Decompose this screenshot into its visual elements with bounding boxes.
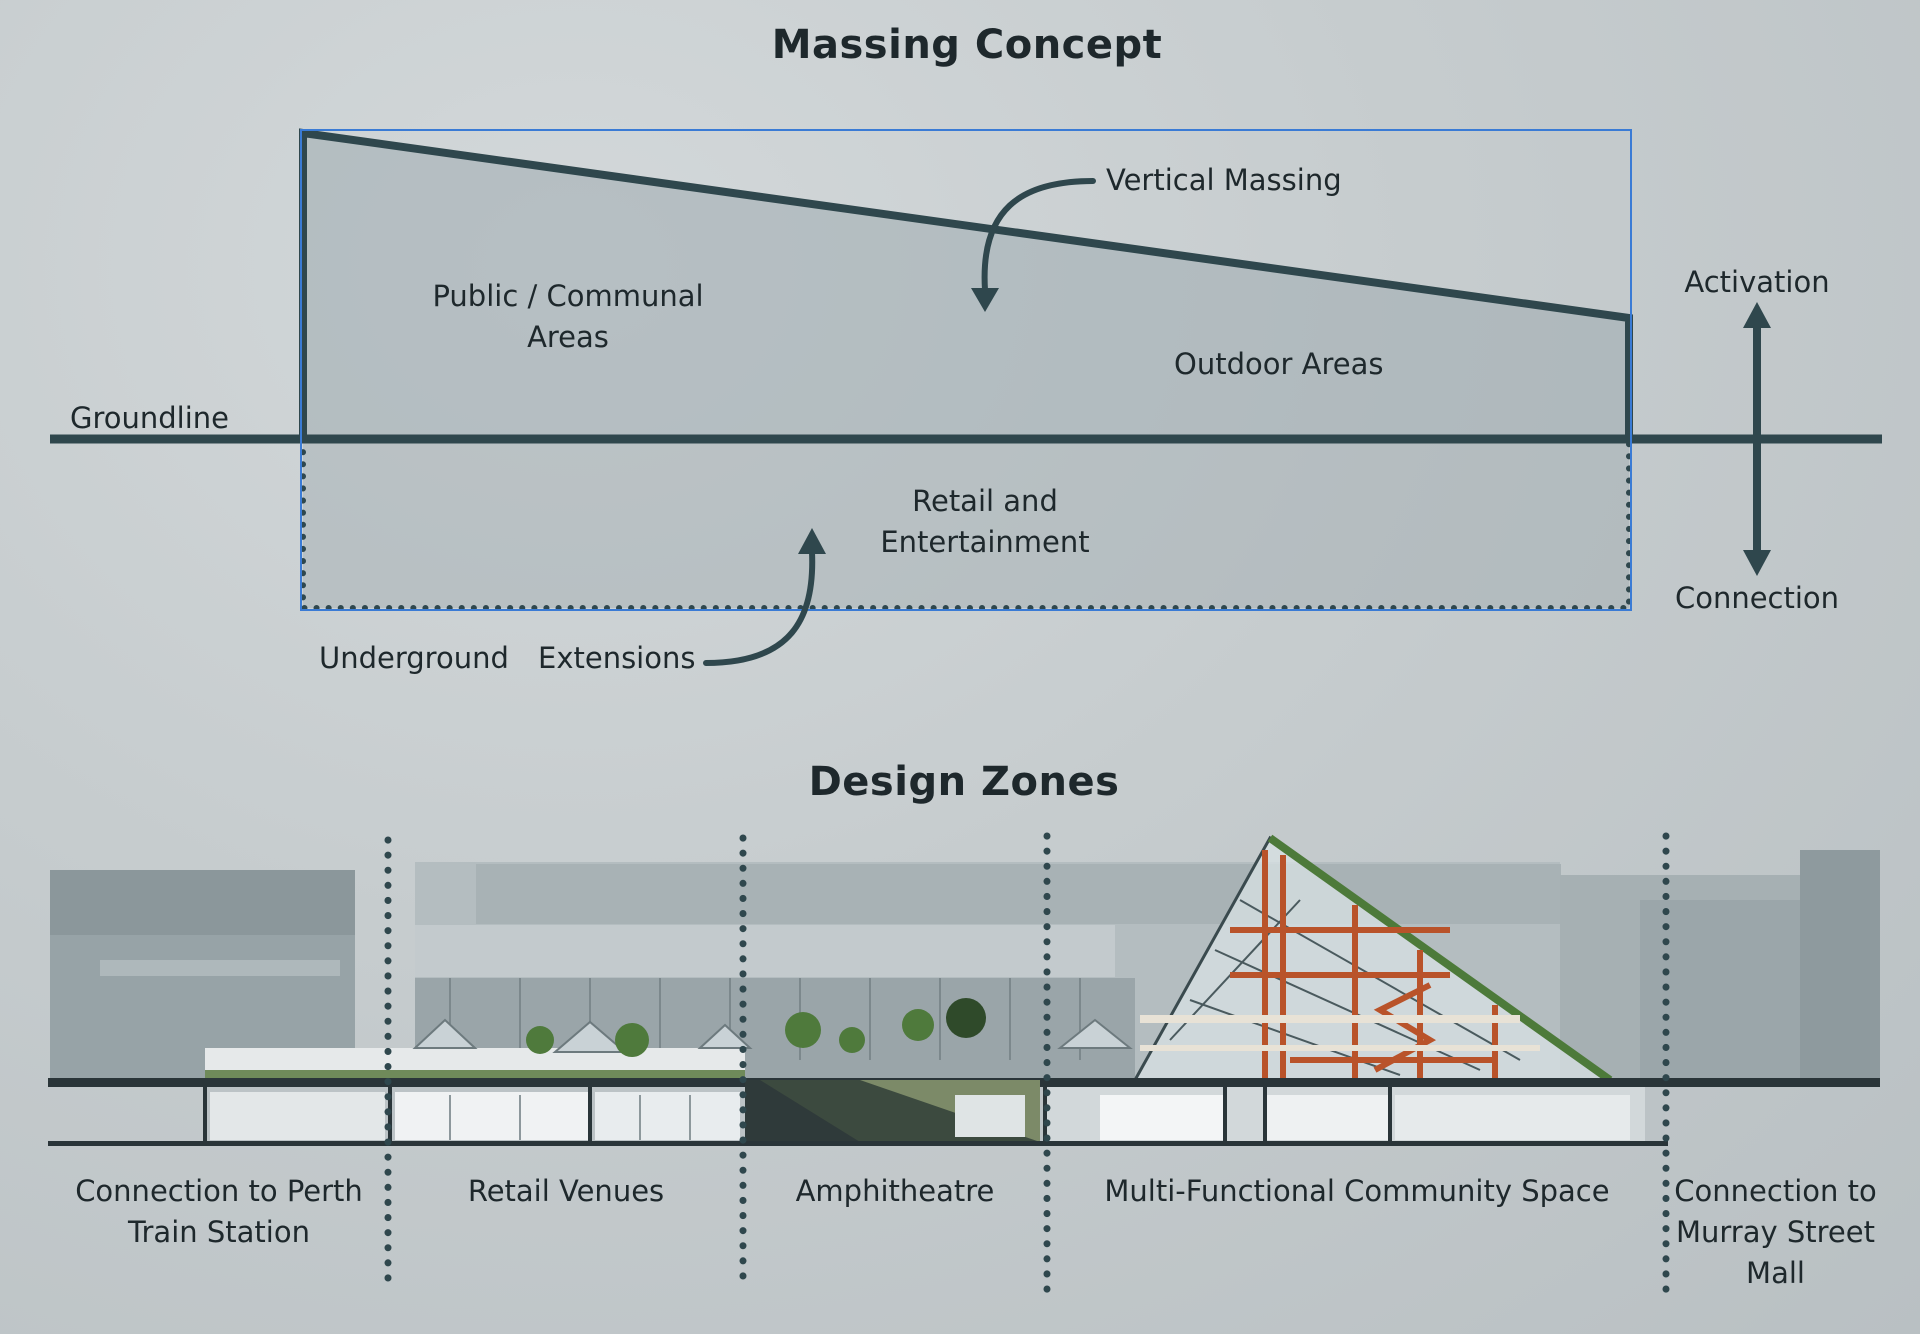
massing-wedge-outline (299, 128, 1633, 439)
extensions-arrowhead (798, 528, 826, 554)
zone-label-perth-station-1: Connection to Perth (75, 1174, 363, 1208)
massing-wedge (303, 133, 1629, 439)
connection-arrowhead (1743, 550, 1771, 576)
underground-dotted-outline (300, 437, 1632, 611)
base-slab (48, 1141, 1668, 1146)
underground-block (303, 440, 1629, 608)
label-activation: Activation (1684, 265, 1830, 299)
label-public-communal-1: Public / Communal (432, 279, 704, 313)
zone-label-perth-station-2: Train Station (128, 1215, 310, 1249)
label-groundline: Groundline (70, 401, 230, 435)
zone-label-murray-mall-1: Connection to (1674, 1174, 1877, 1208)
label-vertical-massing: Vertical Massing (1106, 163, 1342, 197)
zone-label-murray-mall-3: Mall (1746, 1256, 1805, 1290)
zone-label-community-space: Multi-Functional Community Space (1104, 1174, 1610, 1208)
zone-label-amphitheatre: Amphitheatre (795, 1174, 995, 1208)
extensions-arrow (703, 549, 816, 666)
zones-title: Design Zones (808, 759, 1120, 805)
zone-label-murray-mall-2: Murray Street (1675, 1215, 1875, 1249)
massing-title: Massing Concept (771, 22, 1163, 68)
label-underground: Underground (319, 641, 509, 675)
label-connection: Connection (1674, 581, 1840, 615)
zone-label-retail-venues: Retail Venues (467, 1174, 665, 1208)
label-public-communal-2: Areas (527, 320, 609, 354)
vertical-massing-arrowhead (971, 288, 999, 312)
activation-arrowhead (1743, 302, 1771, 328)
label-outdoor-areas: Outdoor Areas (1174, 347, 1384, 381)
massing-diagram (50, 128, 1882, 666)
vertical-massing-arrow (981, 178, 1096, 293)
label-retail-2: Entertainment (880, 525, 1090, 559)
label-retail-1: Retail and (912, 484, 1058, 518)
selection-box (300, 129, 1632, 611)
label-extensions: Extensions (538, 641, 696, 675)
